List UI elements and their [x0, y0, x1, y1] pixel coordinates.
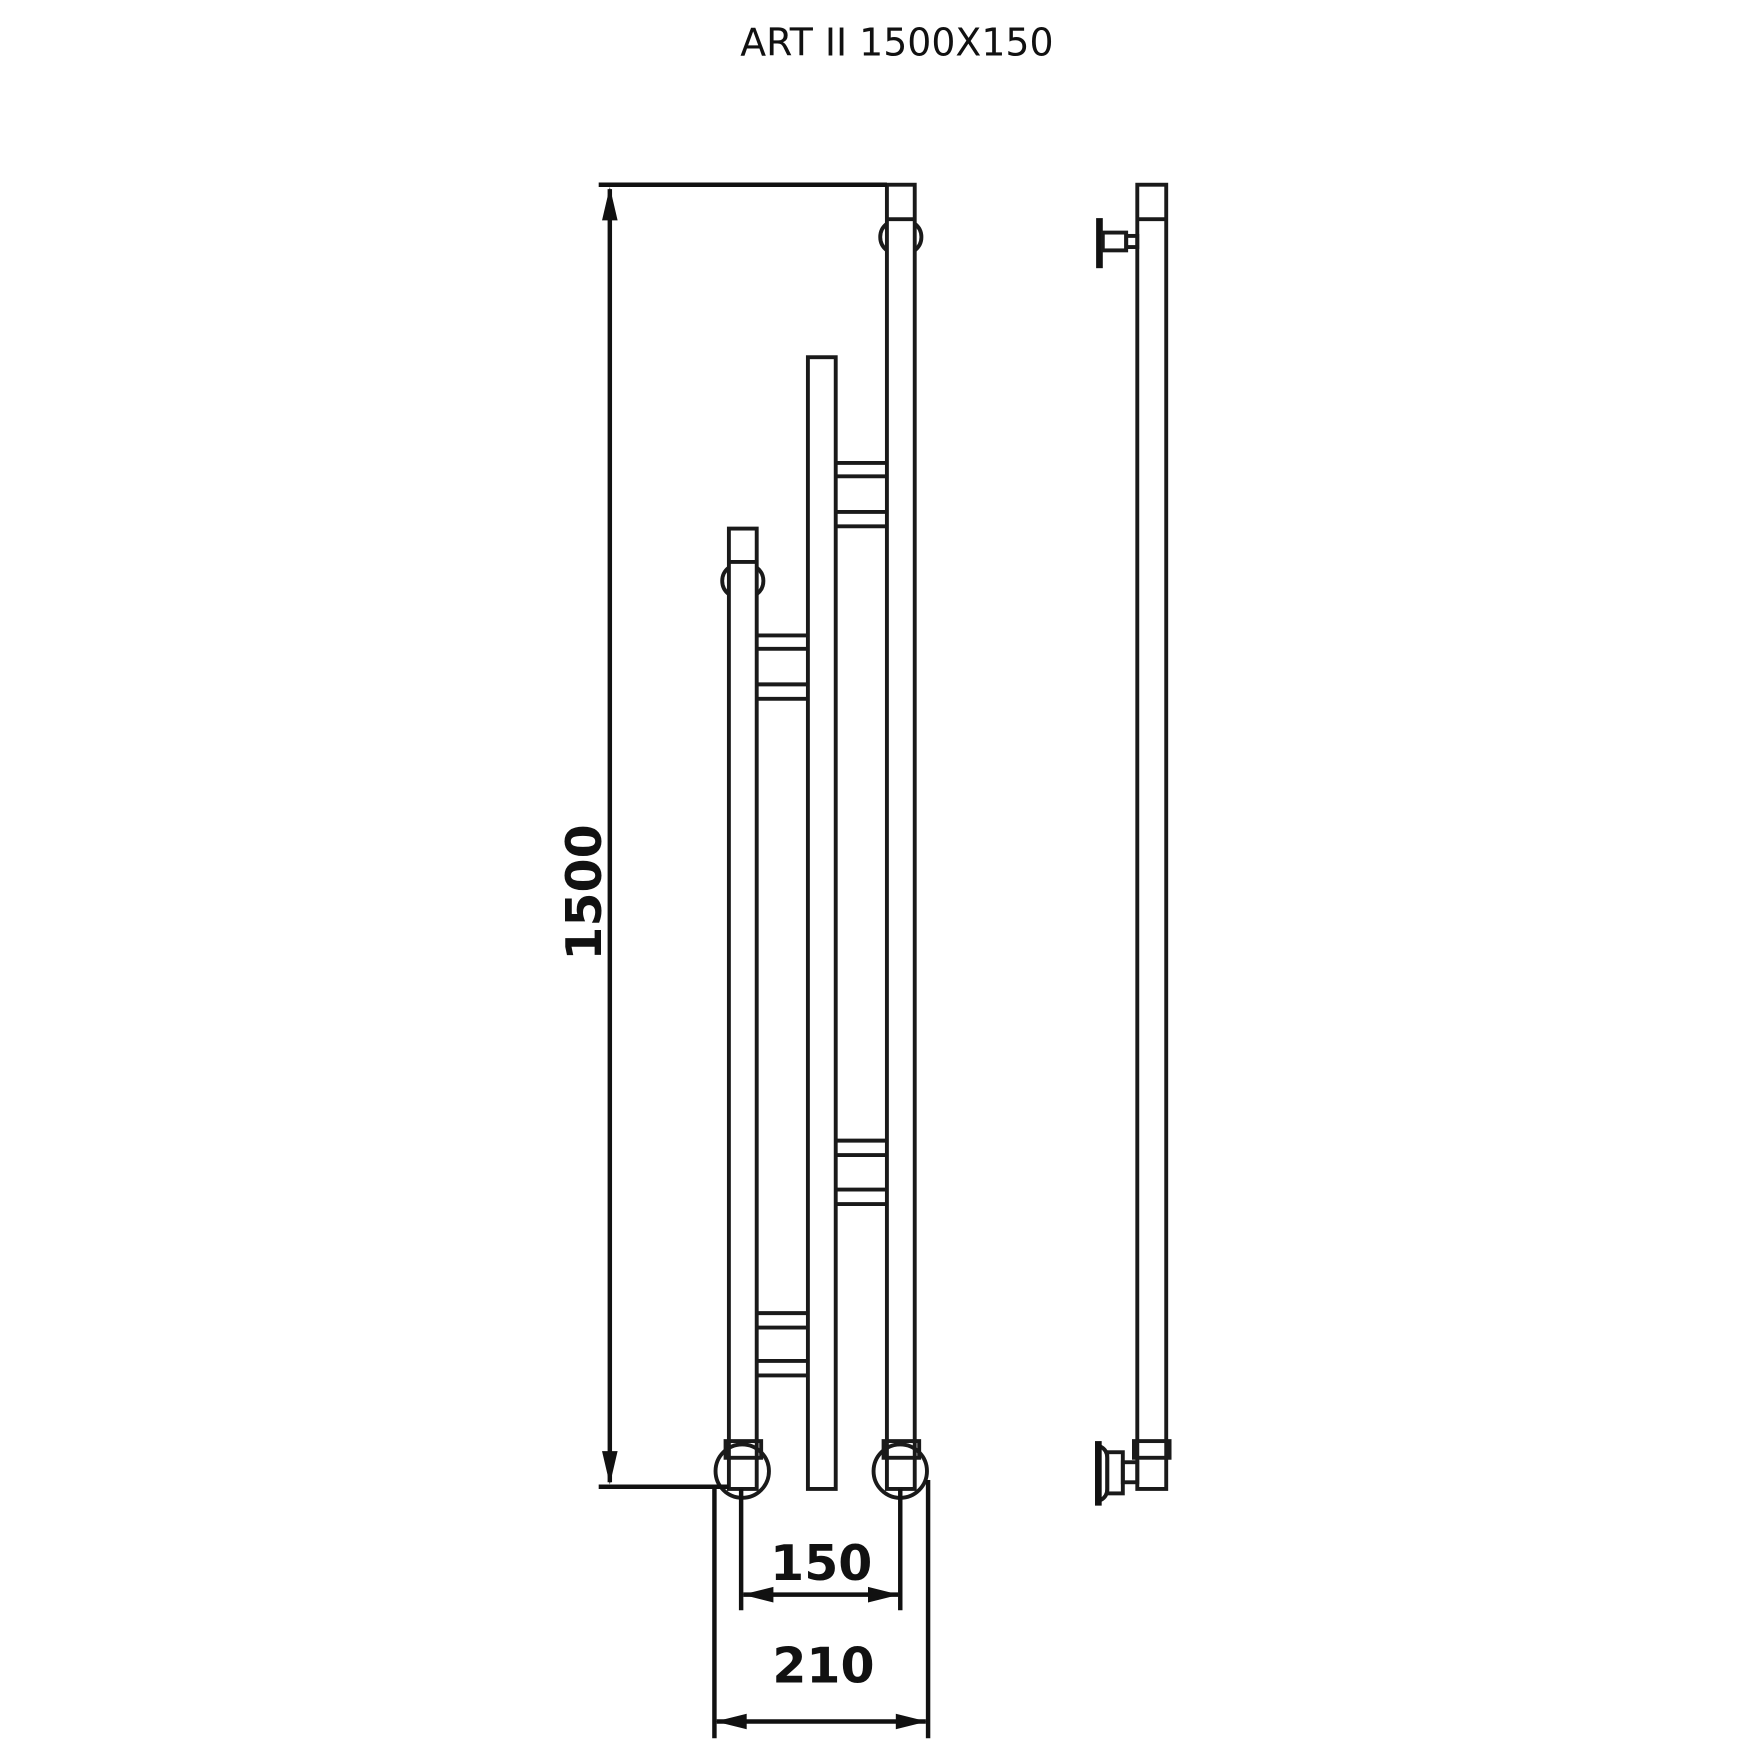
top-wall-bracket: [1096, 218, 1140, 269]
overall-width-dimension: 210: [712, 1480, 931, 1739]
height-label: 1500: [556, 824, 613, 960]
top-valve-circle-right: [878, 222, 924, 252]
center-distance-dimension: 150: [738, 1488, 903, 1611]
connectors: [756, 460, 887, 1378]
arrow-up-icon: [602, 186, 618, 221]
bottom-valve-side: [1095, 1439, 1172, 1506]
drawing-title: ART II 1500X150: [740, 21, 1053, 65]
side-view: [1095, 182, 1172, 1506]
arrow-left-icon: [715, 1713, 747, 1730]
arrow-right-icon: [867, 1586, 900, 1603]
arrow-left-icon: [742, 1586, 774, 1603]
top-valve-circle-left: [720, 565, 766, 596]
left-tube: [713, 526, 771, 1500]
arrow-right-icon: [895, 1713, 927, 1730]
front-view: [713, 182, 929, 1500]
arrow-down-icon: [602, 1451, 618, 1485]
height-dimension: 1500: [556, 182, 887, 1489]
right-tube: [871, 182, 929, 1500]
overall-width-label: 210: [772, 1638, 874, 1695]
middle-bar: [805, 355, 838, 1491]
center-distance-label: 150: [770, 1535, 872, 1592]
